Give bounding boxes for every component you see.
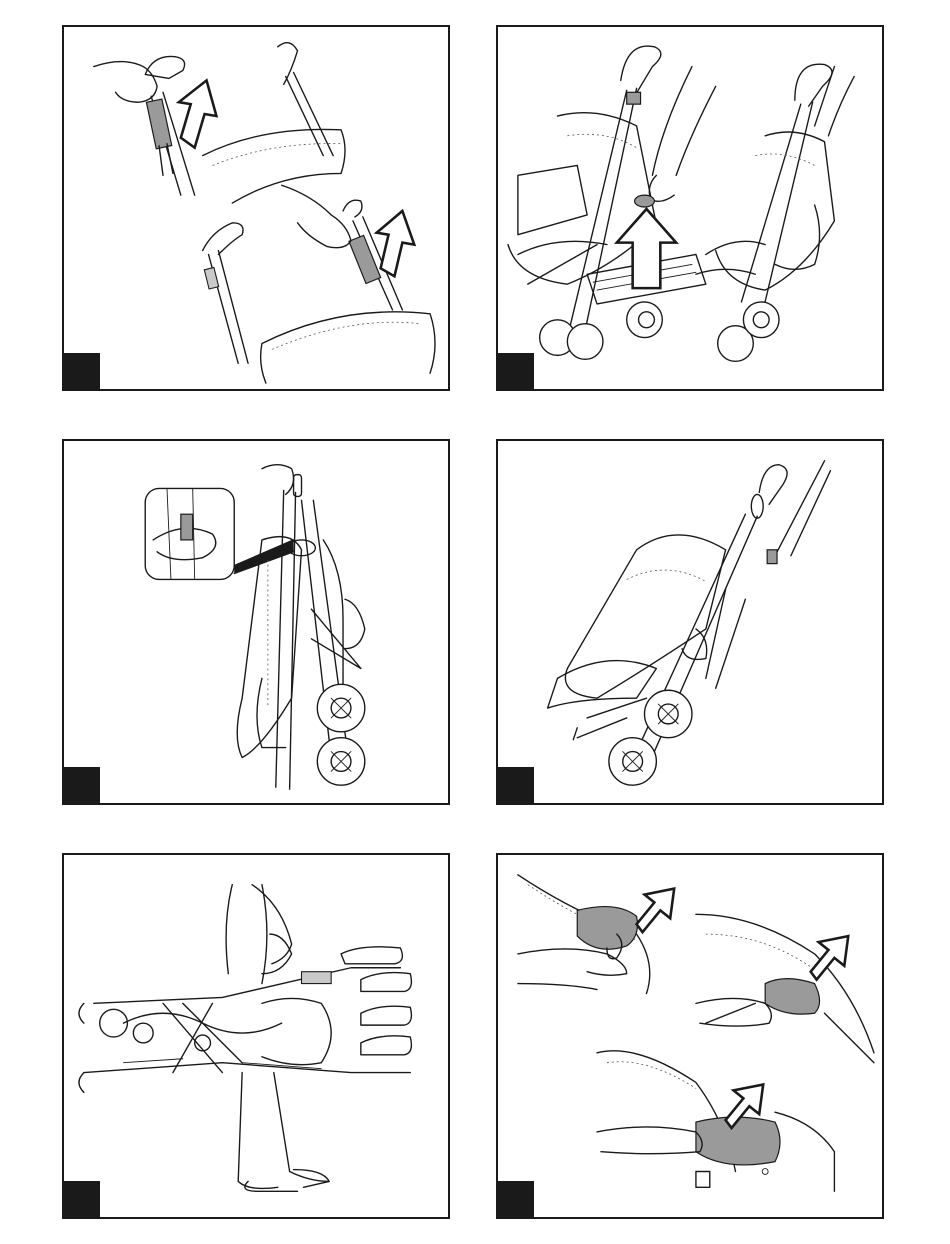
step-number-badge bbox=[64, 767, 100, 803]
instruction-panel-3 bbox=[62, 439, 450, 805]
step-number-badge bbox=[498, 1181, 534, 1217]
fold-lever-illustration bbox=[498, 27, 882, 389]
step-number-badge bbox=[498, 353, 534, 389]
instruction-panel-2 bbox=[496, 25, 884, 391]
instruction-panel-6 bbox=[496, 853, 884, 1219]
folded-lock-illustration bbox=[64, 441, 448, 803]
step-number-badge bbox=[64, 353, 100, 389]
handle-release-illustration bbox=[64, 27, 448, 389]
instruction-panel-1 bbox=[62, 25, 450, 391]
instruction-panel-5 bbox=[62, 853, 450, 1219]
step-number-badge bbox=[64, 1181, 100, 1217]
folded-tilted-illustration bbox=[498, 441, 882, 803]
instruction-panel-4 bbox=[496, 439, 884, 805]
carry-folded-illustration bbox=[64, 855, 448, 1217]
step-number-badge bbox=[498, 767, 534, 803]
basket-removal-illustration bbox=[498, 855, 882, 1217]
